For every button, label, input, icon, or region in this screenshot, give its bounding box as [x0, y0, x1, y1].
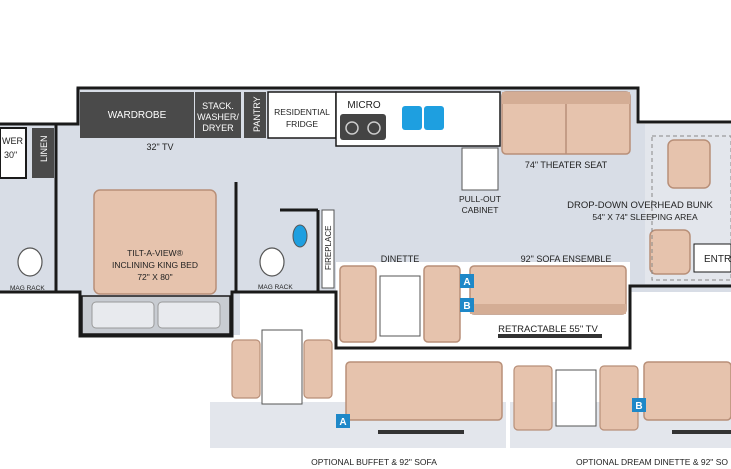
- outer-wall-top: [0, 86, 731, 126]
- label-stack-1: STACK.: [202, 101, 234, 111]
- label-shower-2: 30": [4, 150, 17, 160]
- opt-buffet-table: [261, 329, 303, 405]
- wardrobe-cabinet: [80, 92, 194, 138]
- pantry-cabinet: [244, 92, 266, 138]
- opt-buffet-chair-l: [231, 339, 261, 399]
- stack-cabinet: [195, 92, 241, 138]
- burner-left: [345, 121, 359, 135]
- toilet: [259, 247, 285, 277]
- label-pantry: PANTRY: [252, 96, 262, 132]
- label-shower-1: WER: [2, 136, 23, 146]
- pullout-cabinet: [461, 147, 499, 191]
- sofa-back: [470, 304, 626, 314]
- king-bed: [93, 189, 217, 295]
- pillow-left: [91, 301, 155, 329]
- label-bed-3: 72" X 80": [137, 272, 172, 282]
- label-micro: MICRO: [347, 100, 381, 111]
- cooktop: [340, 114, 386, 140]
- label-dinette: DINETTE: [381, 254, 420, 264]
- label-bunk-1: DROP-DOWN OVERHEAD BUNK: [567, 200, 713, 211]
- dinette-table: [379, 275, 421, 337]
- bunk-outline: [651, 135, 731, 281]
- dinette-seat-right: [423, 265, 461, 343]
- marker-a-main-text: A: [463, 277, 470, 288]
- pillow-right: [157, 301, 221, 329]
- label-opt-buffet: OPTIONAL BUFFET & 92" SOFA: [311, 457, 437, 467]
- theater-seat-back: [502, 92, 630, 104]
- label-pullout-2: CABINET: [462, 205, 499, 215]
- label-bed-2: INCLINING KING BED: [112, 260, 198, 270]
- label-linen: LINEN: [39, 135, 49, 162]
- pilot-seat: [667, 139, 711, 189]
- entry-step: [693, 243, 731, 273]
- label-magrack-right: MAG RACK: [258, 284, 293, 291]
- label-retractable-tv: RETRACTABLE 55" TV: [498, 324, 598, 335]
- tv-bar: [498, 334, 602, 338]
- label-wardrobe: WARDROBE: [108, 110, 167, 121]
- left-toilet: [17, 247, 43, 277]
- sink-left: [402, 106, 422, 130]
- label-pullout-1: PULL-OUT: [459, 194, 501, 204]
- outer-wall-bottom: [0, 284, 731, 350]
- dinette-seat-left: [339, 265, 377, 343]
- label-bunk-2: 54" X 74" SLEEPING AREA: [592, 212, 698, 222]
- marker-b-main-text: B: [463, 301, 470, 312]
- opt-dinette-seat-l: [513, 365, 553, 431]
- bath-sink: [292, 224, 308, 248]
- opt-dinette-table: [555, 369, 597, 427]
- fireplace-box: [321, 209, 335, 289]
- label-bed-1: TILT-A-VIEW®: [127, 248, 183, 258]
- marker-a-main: A: [460, 274, 474, 288]
- marker-a-opt: A: [336, 414, 350, 428]
- copilot-seat: [649, 229, 691, 275]
- sink-right: [424, 106, 444, 130]
- label-stack-3: DRYER: [202, 123, 234, 133]
- label-fireplace: FIREPLACE: [324, 226, 333, 270]
- marker-a-opt-text: A: [339, 417, 346, 428]
- label-stack-2: WASHER/: [197, 112, 239, 122]
- burner-right: [367, 121, 381, 135]
- label-magrack-left: MAG RACK: [10, 285, 45, 292]
- marker-b-opt: B: [632, 398, 646, 412]
- label-sofa-ensemble: 92" SOFA ENSEMBLE: [521, 254, 612, 264]
- opt-buffet-chair-r: [303, 339, 333, 399]
- label-entry: ENTR: [704, 254, 731, 265]
- opt-tv-2: [672, 430, 731, 434]
- marker-b-main: B: [460, 298, 474, 312]
- label-tv32: 32" TV: [146, 142, 173, 152]
- marker-b-opt-text: B: [635, 401, 642, 412]
- opt-sofa-1: [345, 361, 503, 421]
- opt-sofa-2: [643, 361, 731, 421]
- label-opt-dinette: OPTIONAL DREAM DINETTE & 92" SO: [576, 457, 728, 467]
- bath-wall: [234, 182, 320, 292]
- label-theater: 74" THEATER SEAT: [525, 160, 608, 170]
- opt-tv-1: [378, 430, 464, 434]
- label-fridge-1: RESIDENTIAL: [274, 107, 330, 117]
- label-fridge-2: FRIDGE: [286, 119, 318, 129]
- shower-box: [0, 127, 27, 179]
- linen-cabinet: [32, 128, 54, 178]
